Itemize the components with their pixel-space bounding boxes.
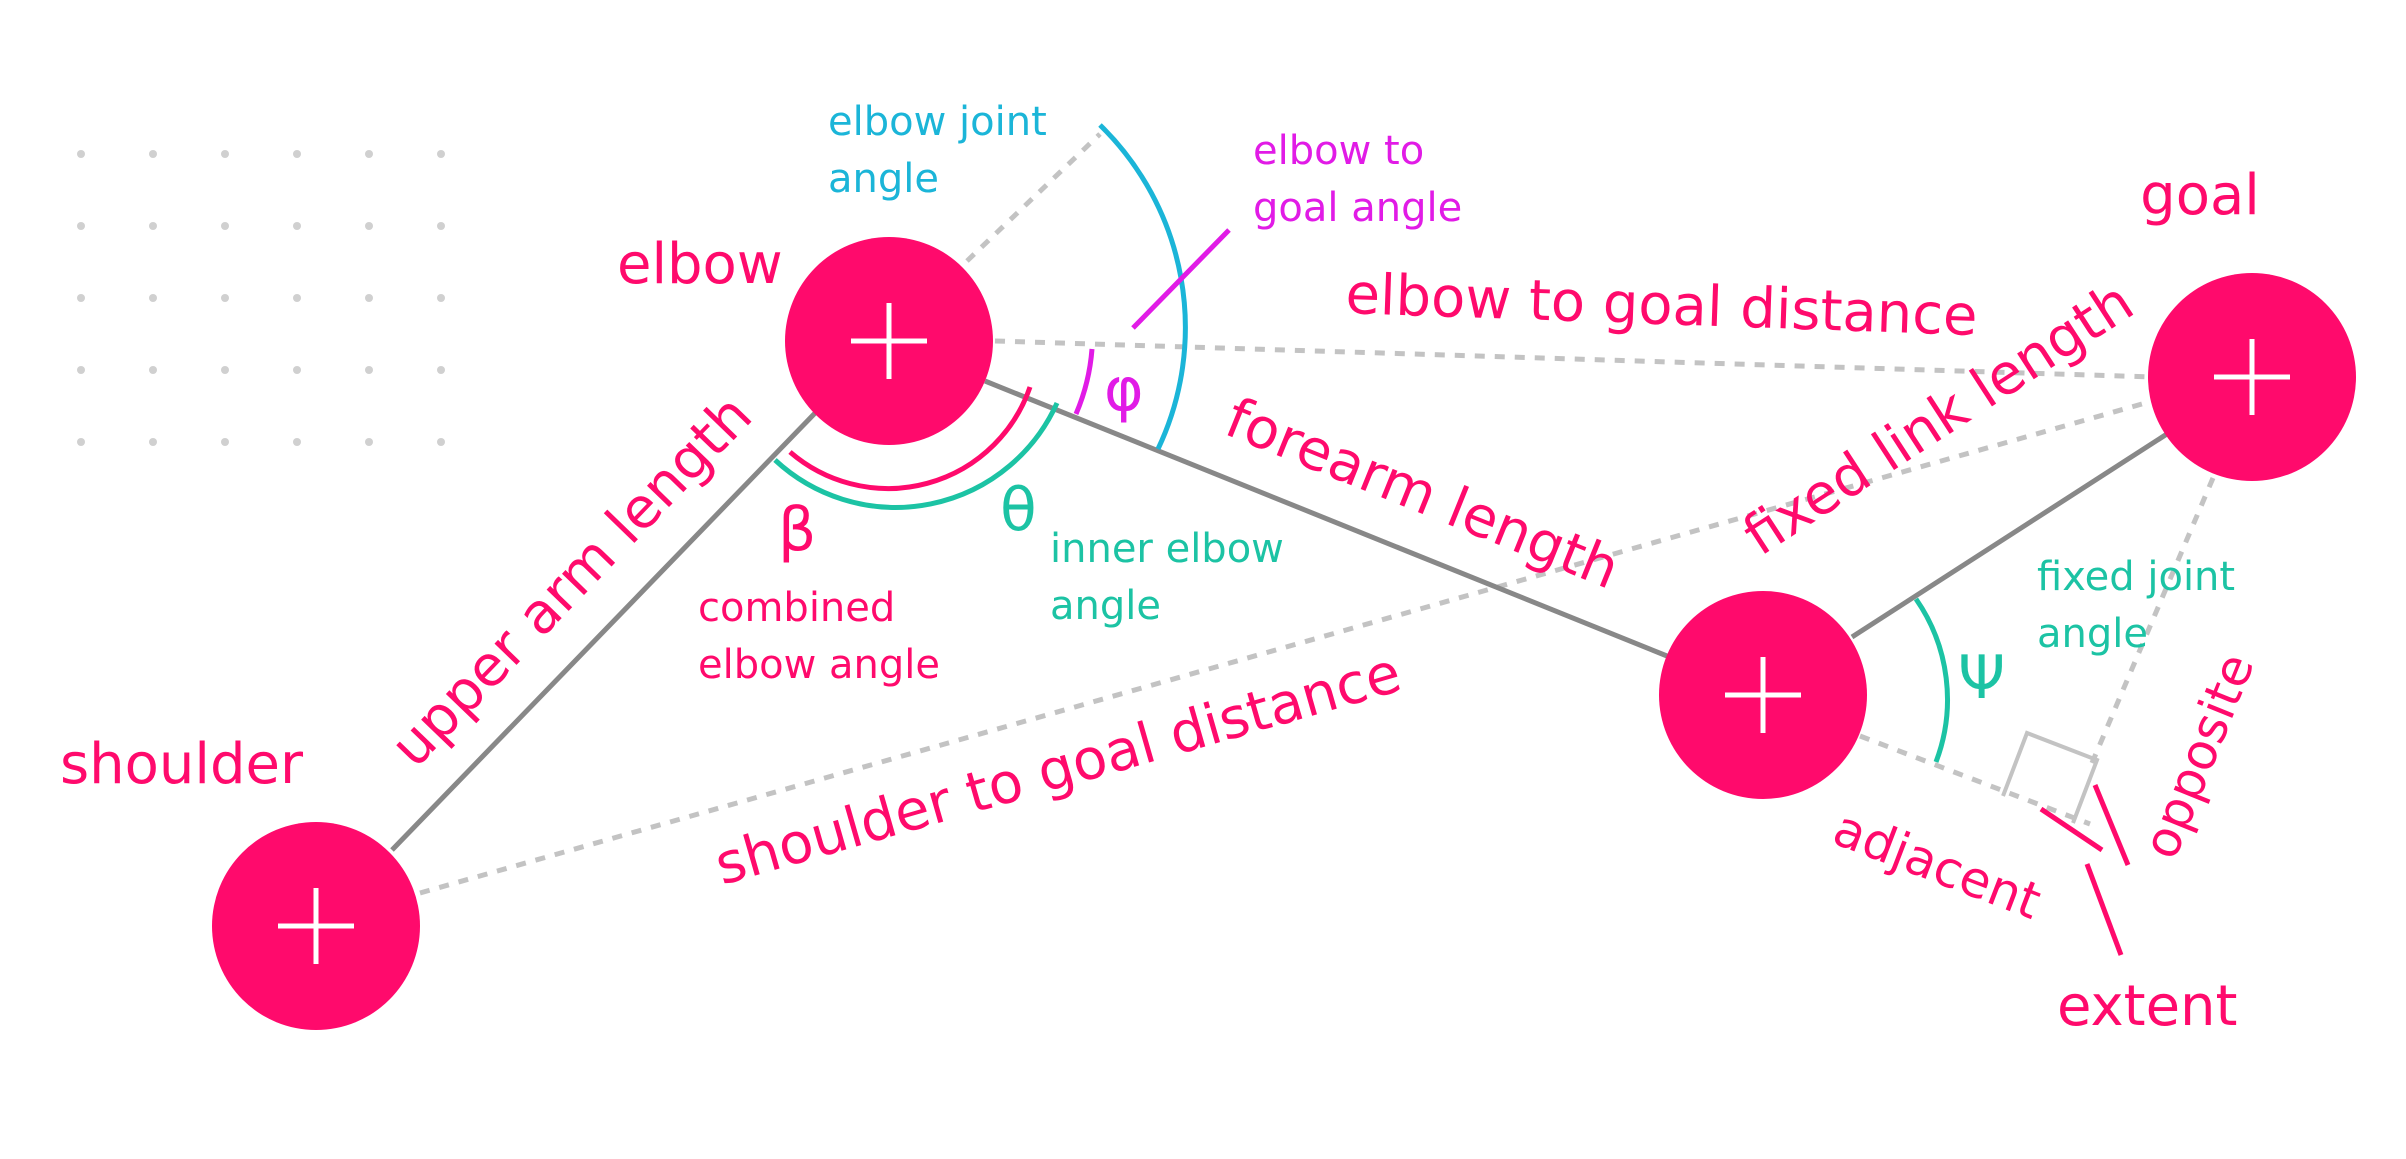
fixed-joint-angle-arc [1913, 597, 1950, 763]
fixed-link [1850, 429, 2172, 640]
elbow-to-goal-angle-label: elbow to goal angle [1253, 128, 1462, 231]
elbow-joint-angle-label: elbow joint angle [828, 99, 1059, 202]
theta-symbol: θ [1000, 475, 1037, 545]
right-angle-marker [2001, 730, 2100, 824]
fixed-joint[interactable] [1659, 591, 1867, 799]
elbow-joint[interactable] [785, 237, 993, 445]
shoulder-label: shoulder [60, 732, 304, 797]
adjacent-guide [1859, 733, 2091, 827]
combined-elbow-angle-arc [788, 386, 1033, 491]
adjacent-label: adjacent [1826, 799, 2049, 931]
extent-tick [2039, 806, 2104, 853]
extent-leader-line [2084, 863, 2124, 956]
elbow-to-goal-distance-label: elbow to goal distance [1345, 262, 1979, 349]
elbow-to-goal-guide [994, 338, 2154, 380]
elbow-to-goal-angle-arc [1073, 348, 1095, 415]
opposite-label: opposite [2131, 645, 2265, 866]
beta-symbol: β [778, 495, 816, 565]
goal-label: goal [2140, 163, 2260, 228]
upper-arm-length-label: upper arm length [378, 383, 764, 780]
inner-elbow-angle-arc [773, 401, 1060, 510]
elbow-label: elbow [617, 232, 783, 297]
shoulder-joint[interactable] [212, 822, 420, 1030]
elbow-joint-angle-extension [965, 132, 1102, 263]
guide-lines [419, 132, 2216, 896]
elbow-to-goal-angle-tick [1131, 228, 1231, 330]
dot-grid [77, 150, 445, 446]
extent-label: extent [2057, 974, 2237, 1039]
inner-elbow-angle-label: inner elbow angle [1050, 526, 1297, 629]
combined-elbow-angle-label: combined elbow angle [698, 585, 940, 688]
fixed-joint-angle-label: fixed joint angle [2037, 554, 2248, 657]
arm-links [390, 378, 2172, 852]
goal-joint[interactable] [2148, 273, 2356, 481]
forearm-link [984, 378, 1673, 661]
shoulder-to-goal-guide [419, 395, 2164, 896]
extent-pointer [2092, 784, 2131, 866]
phi-symbol: φ [1104, 355, 1144, 425]
psi-symbol: Ψ [1958, 643, 2005, 713]
upper-arm-link [390, 408, 820, 852]
